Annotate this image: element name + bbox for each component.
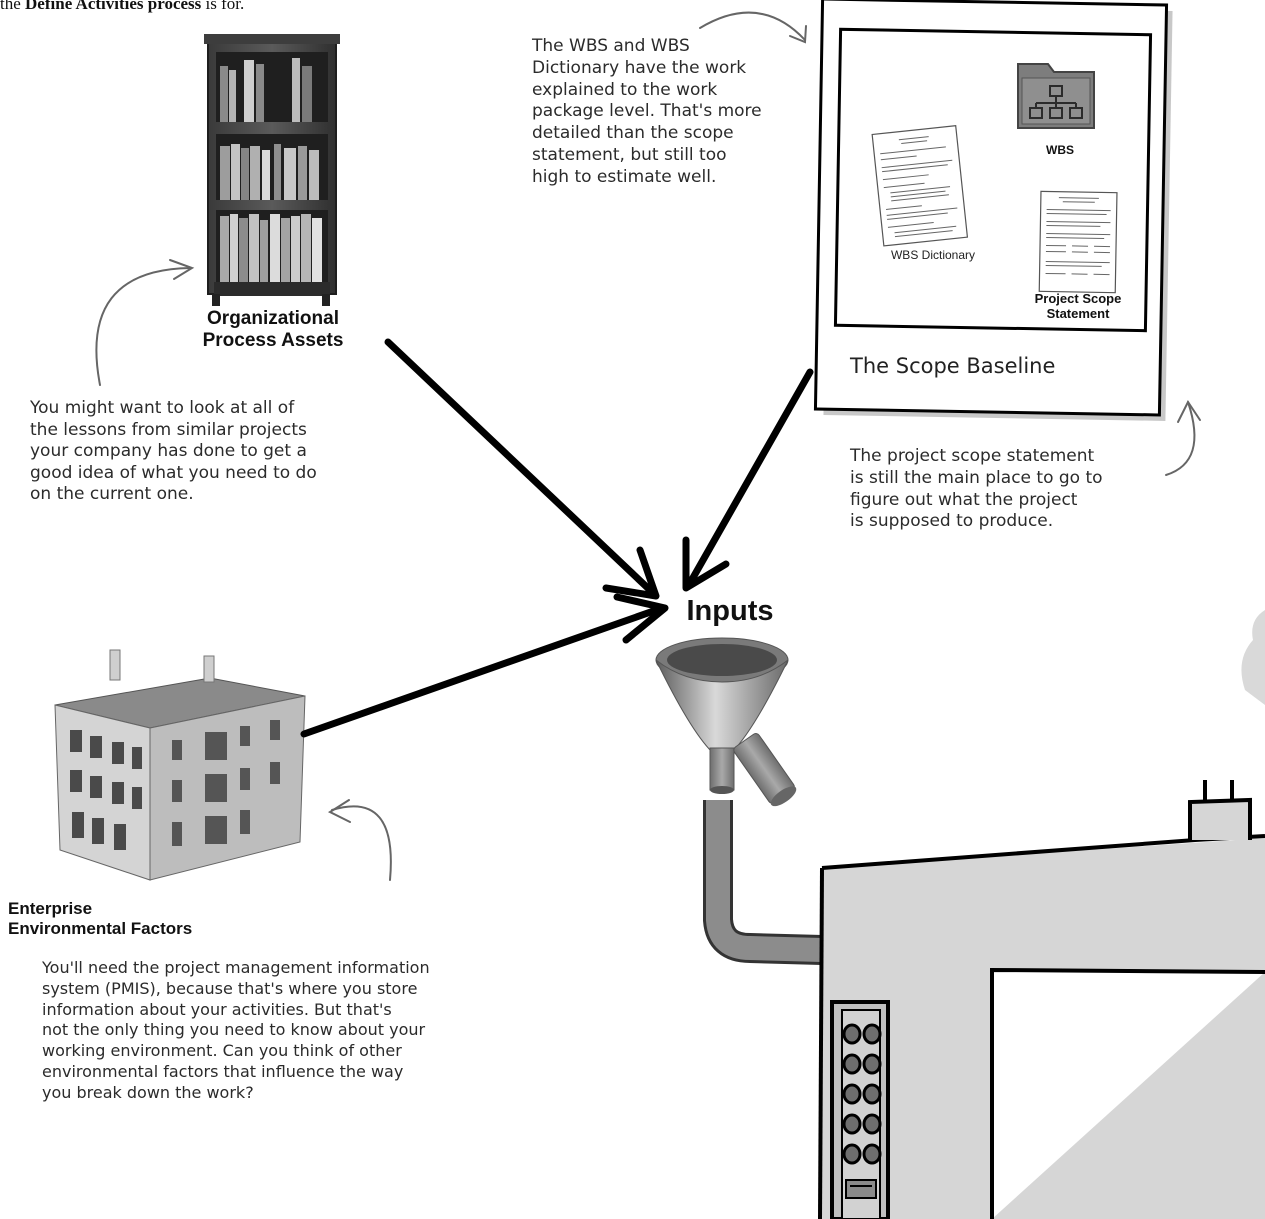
- bookcase-icon: [204, 34, 340, 306]
- arrow-from-process-assets: [388, 342, 652, 592]
- lessons-note: You might want to look at all of the les…: [30, 398, 317, 506]
- factory-icon: [718, 610, 1265, 1219]
- wbs-note: The WBS and WBS Dictionary have the work…: [532, 36, 762, 188]
- wbs-label: WBS: [1030, 144, 1090, 158]
- arrow-head-scope-baseline: [686, 540, 726, 588]
- enterprise-factors-label: Enterprise Environmental Factors: [8, 899, 192, 938]
- wbs-dictionary-label: WBS Dictionary: [880, 249, 986, 263]
- arrow-from-enterprise-factors: [304, 608, 662, 734]
- pmis-note: You'll need the project management infor…: [42, 958, 430, 1104]
- funnel-icon: [656, 638, 799, 810]
- building-icon: [55, 650, 305, 880]
- document-icon: [872, 126, 967, 246]
- inputs-label: Inputs: [668, 595, 792, 628]
- enterprise-line1: Enterprise: [8, 899, 192, 919]
- scope-statement-line2: Statement: [1022, 307, 1134, 322]
- enterprise-line2: Environmental Factors: [8, 919, 192, 939]
- scope-statement-line1: Project Scope: [1022, 292, 1134, 307]
- scope-baseline-caption: The Scope Baseline: [850, 354, 1055, 379]
- process-assets-label: Organizational Process Assets: [175, 308, 371, 352]
- folder-hierarchy-icon: [1018, 64, 1094, 128]
- process-assets-line2: Process Assets: [175, 330, 371, 352]
- scope-note: The project scope statement is still the…: [850, 446, 1103, 533]
- process-assets-line1: Organizational: [175, 308, 371, 330]
- document-icon: [1039, 191, 1117, 292]
- arrow-from-scope-baseline: [690, 372, 810, 583]
- scope-statement-label: Project Scope Statement: [1022, 292, 1134, 322]
